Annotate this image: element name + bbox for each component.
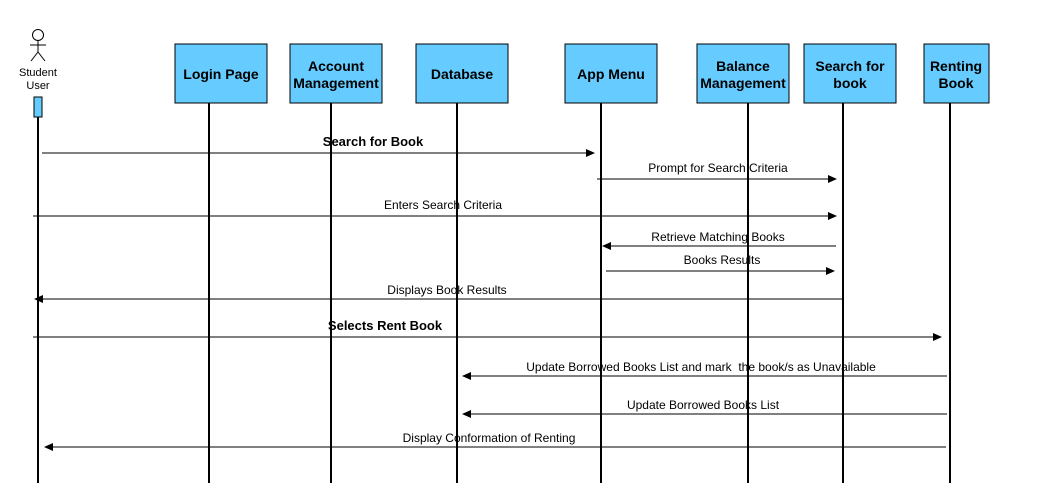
message-label: Update Borrowed Books List and mark the … <box>526 360 876 374</box>
message-update-borrowed-books-list: Update Borrowed Books List <box>462 398 947 418</box>
participant-database: Database <box>415 43 509 483</box>
participant-label-line1: Search for <box>815 58 885 74</box>
arrowhead-icon <box>826 267 835 275</box>
participant-label-line2: Book <box>939 75 974 91</box>
message-retrieve-matching-books: Retrieve Matching Books <box>602 230 836 250</box>
messages: Search for Book Prompt for Search Criter… <box>33 134 947 451</box>
message-update-borrowed-books-and-mark-unavailable: Update Borrowed Books List and mark the … <box>462 360 947 380</box>
participant-box <box>803 43 897 104</box>
participant-label-line2: Management <box>700 75 786 91</box>
message-display-conformation-of-renting: Display Conformation of Renting <box>44 431 946 451</box>
stick-figure-icon <box>30 29 46 62</box>
participant-label-line1: Renting <box>930 58 982 74</box>
message-search-for-book: Search for Book <box>42 134 595 157</box>
participant-search-for-book: Search for book <box>803 43 897 483</box>
message-label: Enters Search Criteria <box>384 198 502 212</box>
message-label: Search for Book <box>323 134 424 149</box>
actor-label-line1: Student <box>19 67 57 79</box>
participant-label-line1: Login Page <box>183 66 259 82</box>
message-selects-rent-book: Selects Rent Book <box>33 318 942 341</box>
arrowhead-icon <box>586 149 595 157</box>
message-label: Retrieve Matching Books <box>651 230 784 244</box>
participant-box <box>923 43 990 104</box>
participant-label-line2: Management <box>293 75 379 91</box>
arrowhead-icon <box>602 242 611 250</box>
actor-label-line2: User <box>26 80 50 92</box>
message-displays-book-results: Displays Book Results <box>34 283 843 303</box>
participant-box <box>696 43 790 104</box>
participants: Login Page Account Management Database A… <box>174 43 990 483</box>
arrowhead-icon <box>462 410 471 418</box>
message-label: Display Conformation of Renting <box>403 431 576 445</box>
participant-label-line1: App Menu <box>577 66 645 82</box>
participant-label-line2: book <box>833 75 867 91</box>
arrowhead-icon <box>933 333 942 341</box>
message-prompt-for-search-criteria: Prompt for Search Criteria <box>597 161 837 183</box>
message-label: Selects Rent Book <box>328 318 443 333</box>
arrowhead-icon <box>462 372 471 380</box>
participant-box <box>564 43 658 104</box>
actor-activation-box <box>33 96 43 118</box>
participant-account-management: Account Management <box>289 43 383 483</box>
arrowhead-icon <box>44 443 53 451</box>
message-enters-search-criteria: Enters Search Criteria <box>33 198 837 220</box>
message-label: Displays Book Results <box>387 283 506 297</box>
message-label: Prompt for Search Criteria <box>648 161 788 175</box>
arrowhead-icon <box>828 212 837 220</box>
participant-label-line1: Balance <box>716 58 770 74</box>
participant-box <box>415 43 509 104</box>
message-books-results: Books Results <box>606 253 835 275</box>
participant-login-page: Login Page <box>174 43 268 483</box>
arrowhead-icon <box>828 175 837 183</box>
participant-label-line1: Database <box>431 66 493 82</box>
actor-student-user: Student User <box>19 29 57 483</box>
participant-app-menu: App Menu <box>564 43 658 483</box>
arrowhead-icon <box>34 295 43 303</box>
message-label: Update Borrowed Books List <box>627 398 780 412</box>
message-label: Books Results <box>684 253 761 267</box>
participant-label-line1: Account <box>308 58 364 74</box>
participant-box <box>289 43 383 104</box>
participant-box <box>174 43 268 104</box>
participant-balance-management: Balance Management <box>696 43 790 483</box>
participant-renting-book: Renting Book <box>923 43 990 483</box>
